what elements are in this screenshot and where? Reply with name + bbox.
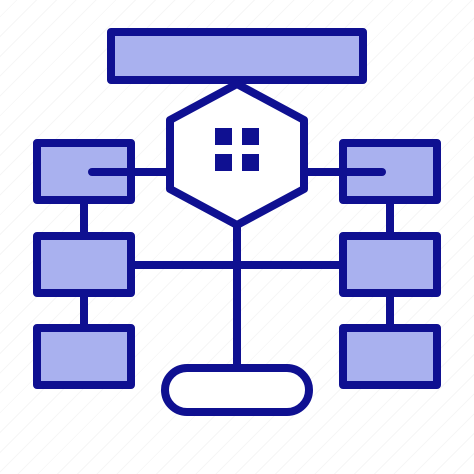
right-box-bottom: [339, 324, 441, 389]
top-header-box: [107, 28, 367, 84]
terminal-rounded-box: [161, 364, 313, 416]
hexagon-grid-icon: [215, 128, 259, 171]
left-box-middle: [33, 232, 135, 297]
grid-square: [215, 128, 232, 145]
decision-hexagon: [166, 80, 308, 229]
grid-square: [215, 154, 232, 171]
grid-square: [242, 128, 259, 145]
right-box-middle: [339, 232, 441, 297]
left-box-bottom: [33, 324, 135, 389]
grid-square: [242, 154, 259, 171]
